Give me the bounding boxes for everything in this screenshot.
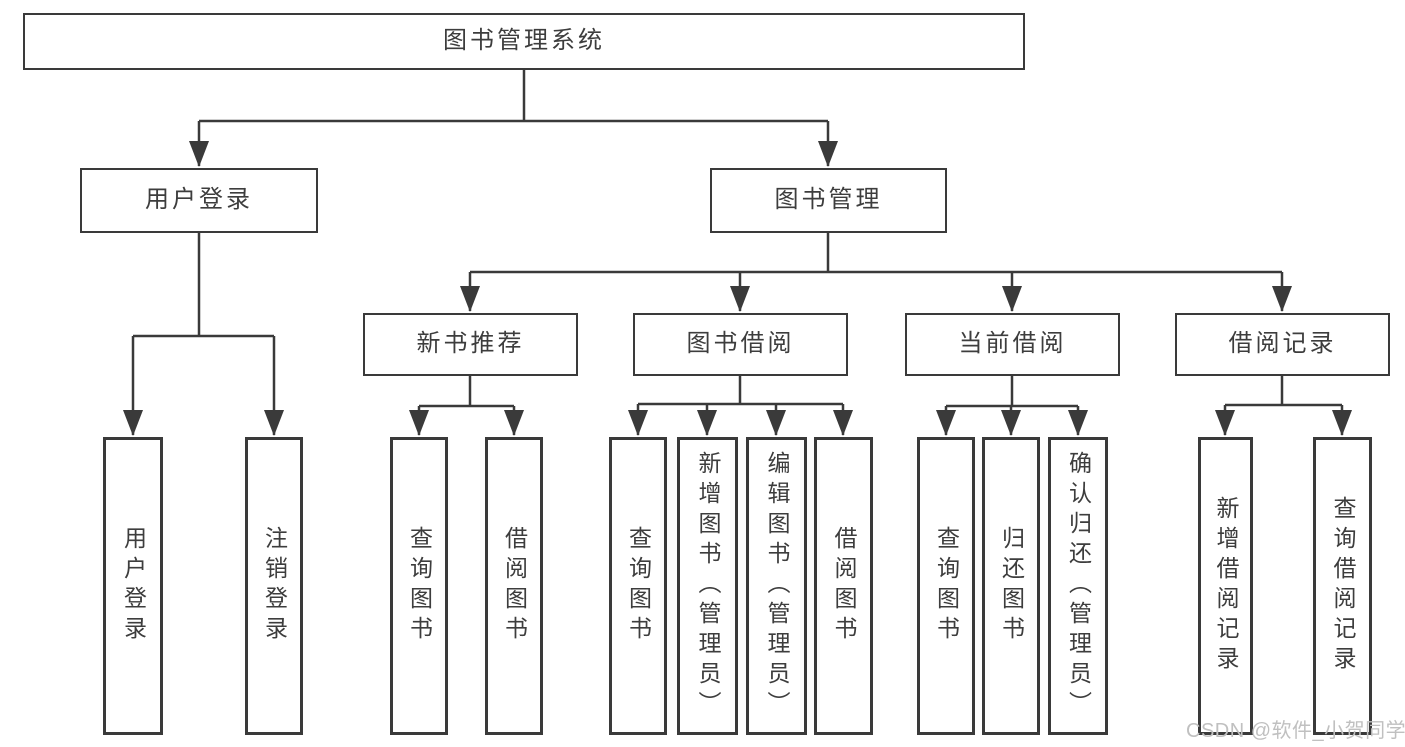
connector-book-mgmt [470, 233, 1282, 274]
node-user-login: 用户登录 [80, 168, 318, 233]
leaf-cb-query-books: 查询图书 [917, 437, 975, 735]
node-book-borrow: 图书借阅 [633, 313, 848, 376]
connector-book-borrow [638, 376, 843, 406]
leaf-bb-query-books: 查询图书 [609, 437, 667, 735]
leaf-nbr-borrow-books: 借阅图书 [485, 437, 543, 735]
node-new-book-rec: 新书推荐 [363, 313, 578, 376]
connector-borrow-records [1225, 376, 1342, 407]
leaf-bb-edit-books-admin: 编辑图书（管理员） [746, 437, 807, 735]
leaf-user-login: 用户登录 [103, 437, 163, 735]
connector-current-borrow [946, 376, 1078, 408]
leaf-logout-login: 注销登录 [245, 437, 303, 735]
connector-new-book-rec [419, 376, 514, 408]
connector-user-login [133, 233, 274, 338]
node-book-mgmt: 图书管理 [710, 168, 947, 233]
leaf-cb-confirm-return-admin: 确认归还（管理员） [1048, 437, 1108, 735]
leaf-bb-add-books-admin: 新增图书（管理员） [677, 437, 738, 735]
connector-root [199, 70, 828, 123]
node-current-borrow: 当前借阅 [905, 313, 1120, 376]
node-borrow-records: 借阅记录 [1175, 313, 1390, 376]
leaf-br-query-record: 查询借阅记录 [1313, 437, 1372, 735]
leaf-cb-return-books: 归还图书 [982, 437, 1040, 735]
leaf-nbr-query-books: 查询图书 [390, 437, 448, 735]
leaf-bb-borrow-books: 借阅图书 [814, 437, 873, 735]
watermark: CSDN @软件_小贺同学 [1186, 720, 1405, 742]
leaf-br-add-record: 新增借阅记录 [1198, 437, 1253, 735]
node-root: 图书管理系统 [23, 13, 1025, 70]
